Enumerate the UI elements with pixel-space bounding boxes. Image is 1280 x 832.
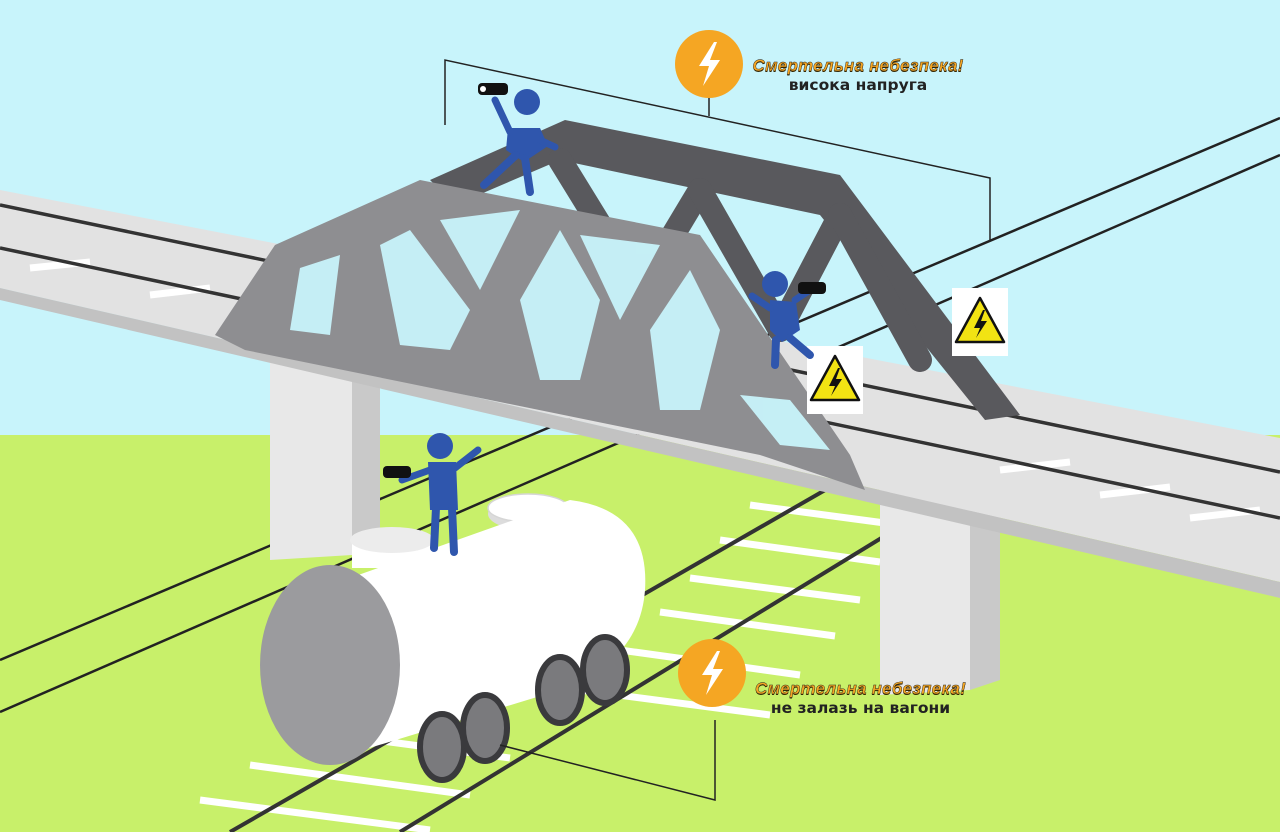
phone-icon [383, 466, 411, 478]
high-voltage-sign-icon [805, 344, 865, 416]
warning-subtitle: не залазь на вагони [770, 699, 951, 718]
tank-wagon [260, 493, 646, 783]
wheels [417, 634, 630, 783]
warning-subtitle: висока напруга [788, 76, 928, 95]
warning-label-no-climbing: Смертельна небезпека! не залазь на вагон… [748, 678, 973, 719]
lightning-bolt-icon [675, 30, 743, 98]
warning-label-high-voltage: Смертельна небезпека! висока напруга [748, 55, 968, 96]
lightning-bolt-icon [678, 639, 746, 707]
person-on-wagon [398, 433, 482, 556]
callout-bracket-bottom [499, 720, 716, 801]
warning-title: Смертельна небезпека! [755, 679, 966, 698]
high-voltage-sign-icon [950, 286, 1010, 358]
callout-bracket-top [444, 59, 991, 240]
phone-icon [478, 83, 508, 95]
warning-title: Смертельна небезпека! [752, 56, 964, 75]
person-on-bridge-top [480, 89, 559, 196]
bridge-truss-front [215, 180, 865, 490]
phone-icon [798, 282, 826, 294]
person-climbing-truss [748, 271, 814, 369]
bridge-pillars [270, 350, 1000, 695]
